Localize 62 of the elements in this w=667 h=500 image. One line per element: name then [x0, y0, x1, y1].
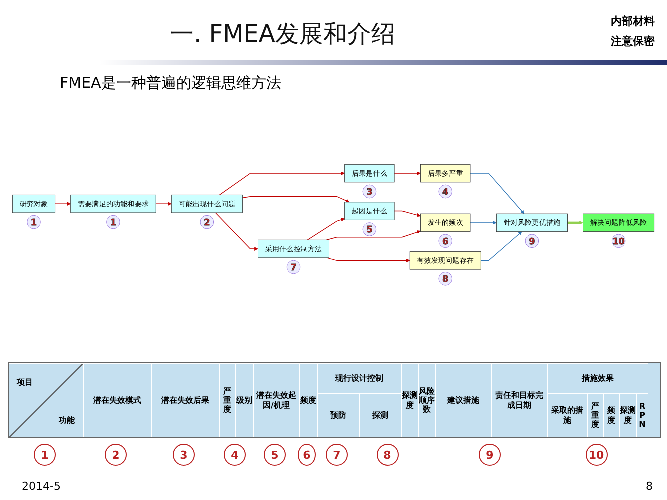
circled-number: 10	[586, 444, 608, 466]
circled-number: 3	[362, 184, 377, 199]
circled-number: 8	[438, 272, 452, 286]
column-header: 项目	[17, 378, 33, 388]
circled-number: 9	[525, 234, 540, 248]
circled-number: 4	[438, 184, 452, 199]
slide-title: 一. FMEA发展和介绍	[170, 19, 396, 50]
column-header: 预防	[317, 393, 359, 437]
arrow	[470, 173, 525, 214]
date-text: 2014-5	[22, 480, 61, 493]
column-header: 级别	[235, 363, 253, 437]
confidential-note: 注意保密	[611, 34, 655, 49]
circled-number: 2	[200, 215, 214, 230]
page-number: 8	[646, 480, 653, 493]
circled-number: 1	[106, 215, 120, 230]
column-header: RPN	[636, 393, 648, 437]
column-header: 措施效果	[547, 363, 648, 393]
arrow	[326, 257, 410, 263]
column-header: 探测度	[401, 363, 418, 437]
column-header: 潜在失效后果	[151, 363, 219, 437]
arrow	[156, 202, 172, 206]
circled-number: 1	[34, 444, 56, 466]
column-header: 探测度	[619, 393, 636, 437]
circled-number: 1	[27, 215, 41, 230]
arrow	[470, 220, 497, 225]
column-header: 责任和目标完成日期	[491, 363, 547, 437]
circled-number: 9	[479, 444, 501, 466]
column-header: 风险顺序数	[418, 363, 435, 437]
column-header: 探测	[359, 393, 401, 437]
column-header: 严重度	[587, 393, 603, 437]
column-header: 采取的措施	[547, 393, 587, 437]
column-header: 严重度	[219, 363, 235, 437]
arrow	[480, 232, 522, 261]
arrow	[219, 171, 345, 196]
circled-number: 4	[224, 444, 246, 466]
subtitle: FMEA是一种普遍的逻辑思维方法	[60, 74, 282, 93]
circled-number: 6	[438, 234, 452, 248]
circled-number: 7	[326, 444, 348, 466]
column-header: 潜在失效起因/机理	[253, 363, 299, 437]
column-header: 频度	[299, 363, 317, 437]
row-header: 功能	[59, 416, 75, 425]
circled-number: 6	[298, 444, 316, 466]
arrow	[242, 196, 350, 203]
circled-number: 5	[264, 444, 286, 466]
column-header: 现行设计控制	[317, 363, 401, 393]
circled-number: 7	[286, 260, 301, 274]
arrow	[394, 171, 421, 176]
arrow	[307, 218, 345, 240]
arrow	[215, 212, 258, 251]
confidential-note: 内部材料	[611, 14, 655, 29]
circled-number: 3	[173, 444, 195, 466]
column-header: 频度	[603, 393, 619, 437]
column-header: 潜在失效模式	[83, 363, 151, 437]
arrow	[326, 230, 421, 240]
circled-number: 8	[376, 444, 398, 466]
arrow	[394, 210, 421, 218]
circled-number: 2	[105, 444, 127, 466]
circled-number: 5	[362, 222, 377, 236]
column-header: 建议措施	[435, 363, 491, 437]
arrow	[54, 202, 72, 206]
arrow	[568, 220, 584, 225]
circled-number: 10	[612, 234, 626, 248]
